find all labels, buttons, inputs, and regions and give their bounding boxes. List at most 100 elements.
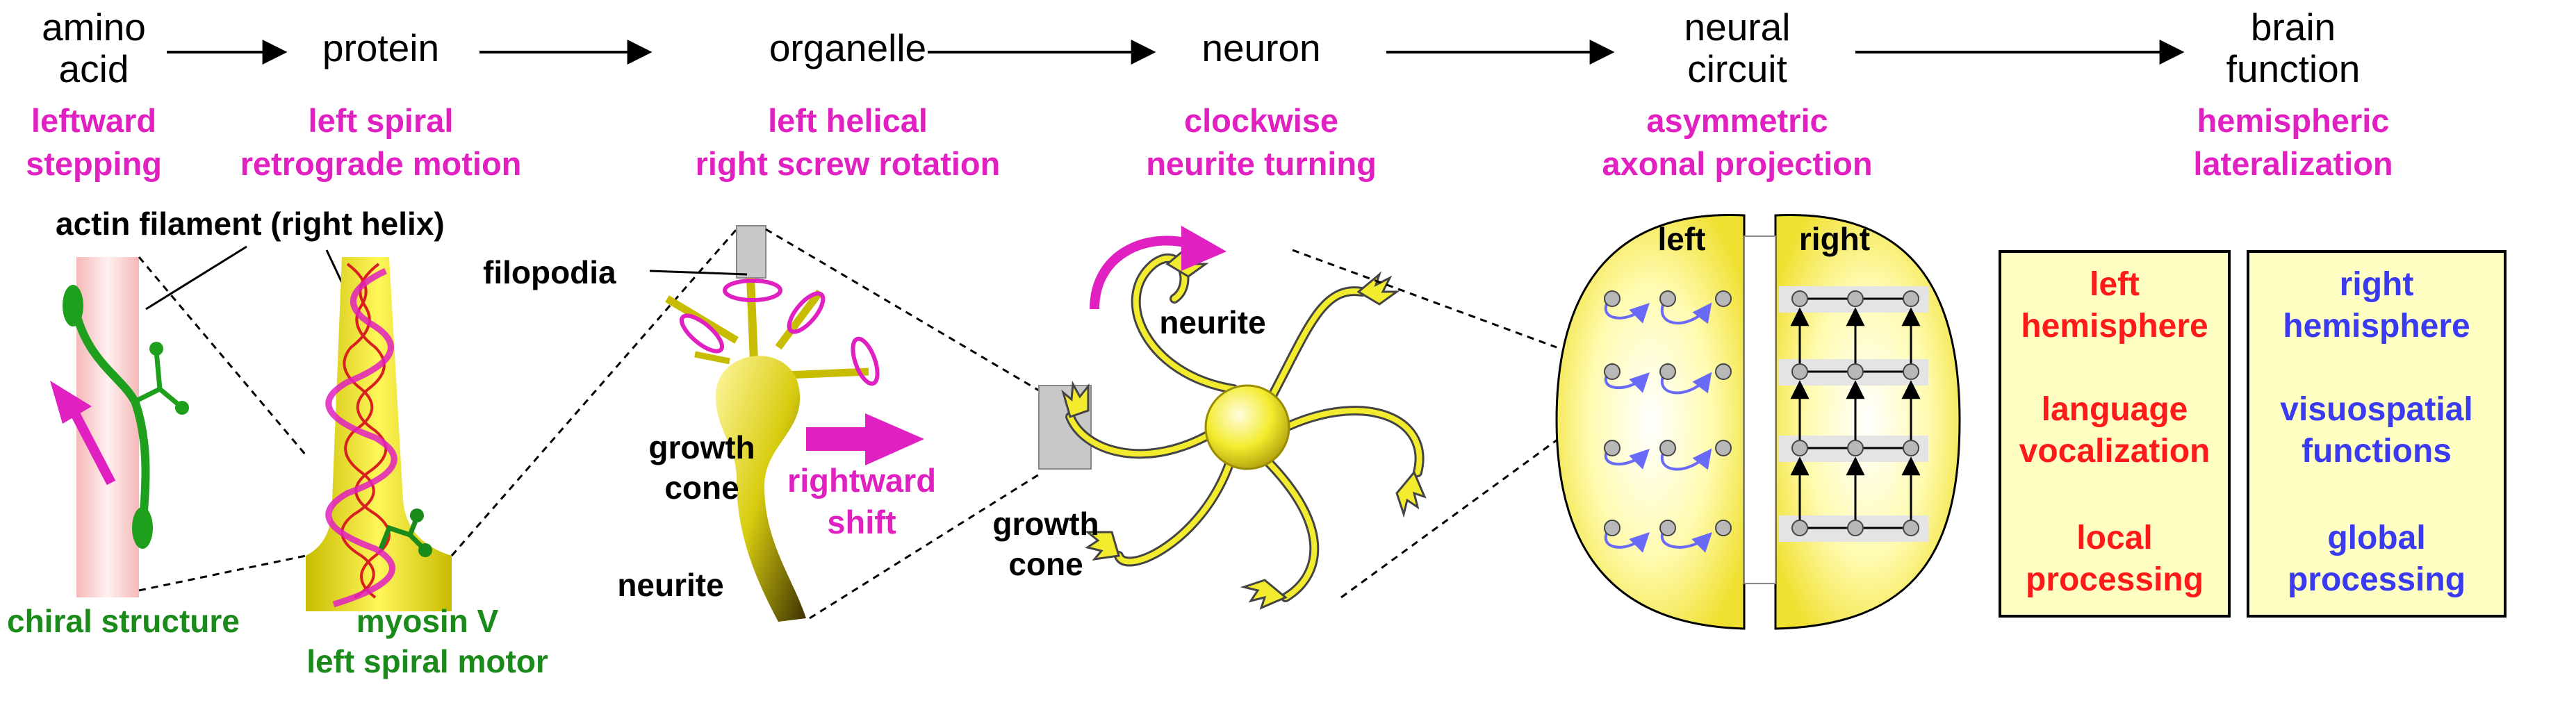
filopodium-tip-box (736, 225, 766, 279)
stage-title: protein (322, 26, 439, 69)
stage-neuron: neuron clockwise neurite turning (1146, 26, 1377, 182)
corpus-callosum (1744, 235, 1776, 584)
neuron-soma (1204, 384, 1290, 470)
left-box-text: vocalization (2019, 433, 2210, 470)
myosin-spiral-path (325, 267, 397, 608)
zoom-line (450, 229, 738, 556)
left-box-text: local (2076, 520, 2152, 556)
growth-cone-body (716, 356, 806, 622)
neurite-label: neurite (1159, 304, 1265, 340)
rightward-shift-label: rightward (787, 462, 936, 499)
left-box-text: processing (2026, 561, 2204, 598)
zoom-line (1340, 408, 1599, 599)
myosin-cargo (149, 342, 163, 356)
right-circuit (1779, 286, 1928, 542)
actin-myosin-illustration (50, 257, 189, 597)
chiral-structure-label: chiral structure (7, 603, 240, 639)
neurite-label: neurite (617, 567, 723, 603)
rotation-arrow (723, 279, 782, 302)
myosin-molecule-head (410, 508, 424, 522)
left-function-box (1999, 250, 2231, 618)
stage-title: function (2226, 47, 2361, 90)
stage-amino-acid: amino acid leftward stepping (26, 6, 162, 182)
right-box-text: processing (2288, 561, 2466, 598)
stage-title: neural (1684, 6, 1791, 49)
right-hemisphere-function-box: right hemisphere visuospatial functions … (2247, 250, 2507, 618)
chirality-label: left spiral (309, 102, 454, 139)
stage-protein: protein left spiral retrograde motion (240, 26, 522, 182)
chirality-label: retrograde motion (240, 145, 522, 182)
hemispheric-circuit-illustration (1555, 213, 1961, 630)
zoom-line (765, 228, 1043, 394)
chirality-label: hemispheric (2197, 102, 2390, 139)
left-hemisphere-function-box: left hemisphere language vocalization lo… (1999, 250, 2231, 618)
filopodium (775, 289, 823, 350)
neurites-fill (1067, 256, 1422, 600)
chirality-label: stepping (26, 145, 162, 182)
stage-title: organelle (769, 26, 926, 69)
neurite-tips (1061, 243, 1427, 610)
myosin-cargo-linker (131, 350, 183, 408)
growth-cone-label: growth (992, 506, 1099, 542)
myosin-cargo (175, 401, 189, 415)
growth-cone-illustration (665, 225, 924, 622)
stage-brain-function: brain function hemispheric lateralizatio… (2193, 6, 2393, 182)
zoom-line (138, 554, 306, 592)
filopodium (694, 351, 730, 365)
stage-neural-circuit: neural circuit asymmetric axonal project… (1602, 6, 1872, 182)
actin-label: actin filament (right helix) (56, 206, 445, 242)
chirality-label: leftward (31, 102, 156, 139)
filopodium (746, 277, 758, 362)
growth-cone-label: growth (648, 429, 755, 465)
right-box-text: functions (2302, 433, 2452, 470)
filopodium (785, 367, 869, 379)
left-box-text: language (2042, 391, 2188, 428)
zoom-line (138, 256, 307, 456)
chirality-label: right screw rotation (696, 145, 1001, 182)
rotation-arrow (787, 291, 826, 334)
zoom-line (809, 471, 1043, 620)
actin-helix (346, 263, 391, 599)
stage-organelle: organelle left helical right screw rotat… (696, 26, 1001, 182)
rotation-arrow (679, 313, 725, 354)
rightward-shift-label: shift (827, 504, 896, 540)
filopodium-shaft-illustration (306, 257, 452, 611)
stage-title: neuron (1201, 26, 1320, 69)
left-hemisphere (1555, 213, 1746, 630)
growth-cone-label: cone (1008, 546, 1083, 582)
left-hemisphere-label: left (1658, 221, 1706, 257)
leader-line (649, 270, 748, 276)
chirality-label: left helical (768, 102, 928, 139)
myosin-head (63, 285, 83, 326)
stage-title: brain (2251, 6, 2336, 49)
arrow-head (1181, 226, 1227, 271)
stage-title: circuit (1687, 47, 1787, 90)
left-box-text: left (2090, 266, 2140, 303)
right-hemisphere-label: right (1799, 221, 1870, 257)
rotation-arrow (851, 336, 880, 386)
arrow-head (50, 381, 92, 424)
growth-cone-label: cone (664, 470, 739, 506)
clockwise-arrow (1090, 235, 1201, 310)
right-function-box (2247, 250, 2507, 618)
arrow-head (865, 413, 924, 465)
myosin-molecule-head (418, 543, 432, 557)
stage-title: amino (42, 6, 146, 49)
chirality-label: neurite turning (1146, 145, 1377, 182)
chirality-label: lateralization (2193, 145, 2393, 182)
right-hemisphere (1774, 213, 1961, 630)
rightward-shift-arrow (806, 427, 869, 451)
myosin-label: left spiral motor (306, 643, 548, 679)
chirality-label: clockwise (1184, 102, 1338, 139)
leftward-stepping-arrow (65, 400, 116, 486)
filopodia-label: filopodia (483, 254, 616, 290)
myosin-head (132, 507, 153, 549)
right-box-text: visuospatial (2280, 391, 2472, 428)
left-box-text: hemisphere (2021, 308, 2208, 345)
right-box-text: right (2340, 266, 2414, 303)
chirality-label: asymmetric (1646, 102, 1828, 139)
neuron-illustration (1038, 226, 1427, 610)
zoom-line (1292, 249, 1557, 349)
